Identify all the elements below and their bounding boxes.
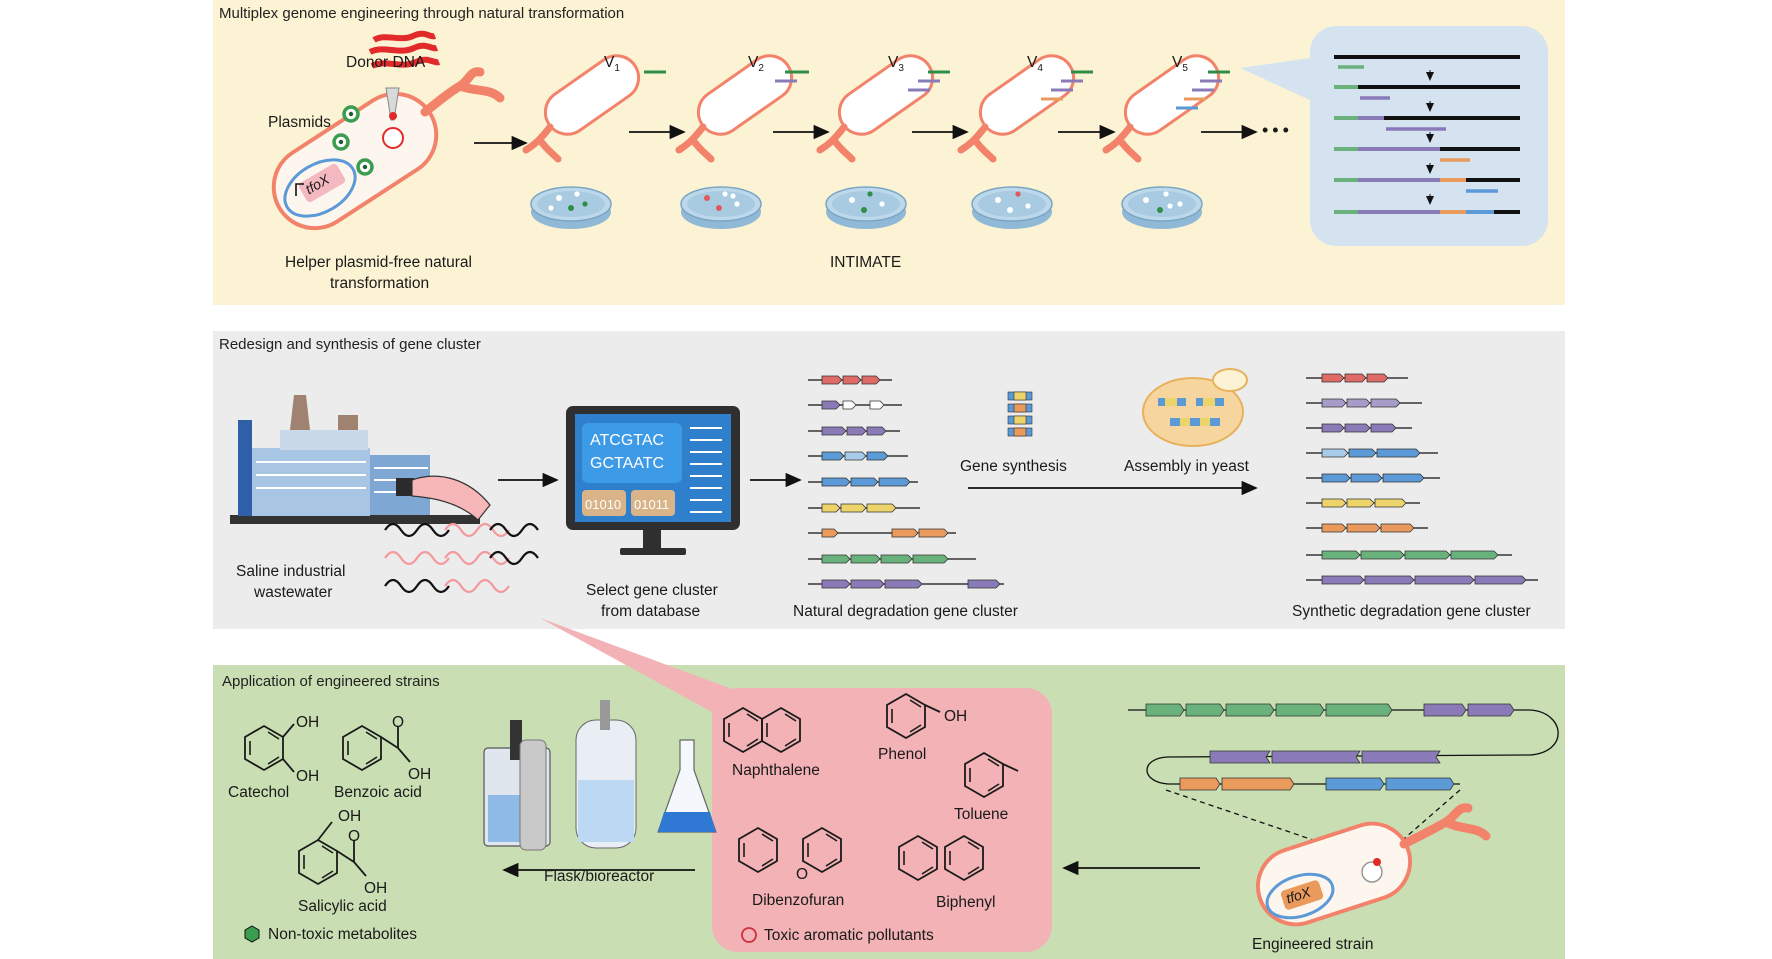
version-label-v4: V4	[1027, 54, 1043, 75]
screen-sequence-line1: ATCGTAC	[590, 432, 665, 449]
benzoic-oh: OH	[408, 766, 432, 783]
flask-bioreactor-label: Flask/bioreactor	[544, 868, 655, 885]
helper-caption-line2: transformation	[330, 275, 430, 292]
bacterium-v1-icon	[522, 54, 666, 163]
helper-free-bacterium-icon	[271, 30, 505, 231]
phenol-label: Phenol	[878, 746, 927, 763]
panel3-title: Application of engineered strains	[222, 673, 440, 690]
select-cluster-line1: Select gene cluster	[586, 582, 718, 599]
synthesized-gene-fragments-icon	[1007, 391, 1033, 437]
plasmid-icon	[332, 133, 350, 151]
helper-caption-line1: Helper plasmid-free natural	[285, 254, 472, 271]
engineered-strain-bacterium-icon	[1255, 803, 1491, 927]
panel1-title: Multiplex genome engineering through nat…	[219, 5, 625, 22]
bioreactor-icon	[483, 700, 637, 851]
computer-monitor-icon	[566, 406, 740, 555]
toxic-pollutants-box	[712, 688, 1052, 952]
version-label-v1: V1	[604, 54, 620, 75]
petri-dish-v3-icon	[825, 186, 907, 230]
salicylic-acid-label: Salicylic acid	[298, 898, 387, 915]
phenol-oh: OH	[944, 708, 968, 725]
benzoic-acid-structure-icon	[342, 725, 411, 771]
non-toxic-hexagon-icon	[244, 925, 260, 943]
salicylic-oh-top: OH	[338, 808, 362, 825]
non-toxic-legend-label: Non-toxic metabolites	[268, 926, 418, 943]
catechol-structure-icon	[244, 723, 295, 773]
engineered-gene-construct	[1128, 703, 1559, 861]
yeast-cell-icon	[1142, 368, 1248, 447]
skull-icon	[741, 927, 757, 943]
plasmid-icon	[342, 105, 360, 123]
bacterium-v4-icon	[957, 54, 1093, 163]
toxic-legend-label: Toxic aromatic pollutants	[764, 927, 934, 944]
salicylic-o: O	[348, 828, 361, 845]
ellipsis: •••	[1262, 120, 1293, 140]
version-label-v3: V3	[888, 54, 904, 75]
version-label-v2: V2	[748, 54, 764, 75]
flask-icon	[657, 739, 717, 833]
catechol-label: Catechol	[228, 784, 290, 801]
assembly-yeast-label: Assembly in yeast	[1124, 458, 1249, 475]
wastewater-waves	[384, 522, 539, 594]
synthetic-cluster-genes	[1321, 373, 1527, 585]
genome-edit-callout	[1240, 26, 1548, 246]
salicylic-acid-structure-icon	[298, 821, 367, 885]
bacterium-v5-icon	[1102, 54, 1230, 163]
petri-dish-v4-icon	[971, 186, 1053, 230]
gene-synthesis-label: Gene synthesis	[960, 458, 1067, 475]
dibenzofuran-o: O	[796, 866, 809, 883]
dibenzofuran-label: Dibenzofuran	[752, 892, 845, 909]
select-cluster-line2: from database	[601, 603, 701, 620]
binary-label-2: 01011	[634, 497, 670, 512]
synthetic-cluster-label: Synthetic degradation gene cluster	[1292, 603, 1531, 620]
salicylic-oh: OH	[364, 880, 388, 897]
panel2-title: Redesign and synthesis of gene cluster	[219, 336, 481, 353]
bacterium-v2-icon	[675, 54, 809, 163]
catechol-oh-top: OH	[296, 714, 320, 731]
natural-cluster-label: Natural degradation gene cluster	[793, 603, 1018, 620]
toluene-label: Toluene	[954, 806, 1009, 823]
binary-label-1: 01010	[585, 497, 622, 512]
donor-dna-label: Donor DNA	[346, 54, 426, 71]
engineered-strain-label: Engineered strain	[1252, 936, 1374, 953]
intimate-label: INTIMATE	[830, 254, 902, 271]
plasmid-icon	[356, 158, 374, 176]
wastewater-label-line2: wastewater	[254, 584, 333, 601]
version-label-v5: V5	[1172, 54, 1188, 75]
wastewater-label-line1: Saline industrial	[236, 563, 346, 580]
screen-sequence-line2: GCTAATC	[590, 455, 665, 472]
naphthalene-label: Naphthalene	[732, 762, 820, 779]
petri-dish-v2-icon	[680, 186, 762, 230]
natural-cluster-genes	[821, 375, 1001, 589]
bacterium-v3-icon	[816, 54, 950, 163]
petri-dish-v1-icon	[530, 186, 612, 230]
benzoic-acid-label: Benzoic acid	[334, 784, 422, 801]
toluene-structure-icon	[964, 752, 1019, 798]
catechol-oh-bottom: OH	[296, 768, 320, 785]
factory-icon	[230, 395, 491, 524]
benzoic-o: O	[392, 714, 405, 731]
petri-dish-v5-icon	[1121, 186, 1203, 230]
plasmids-label: Plasmids	[268, 114, 331, 131]
biphenyl-label: Biphenyl	[936, 894, 996, 911]
phenol-structure-icon	[886, 693, 941, 739]
